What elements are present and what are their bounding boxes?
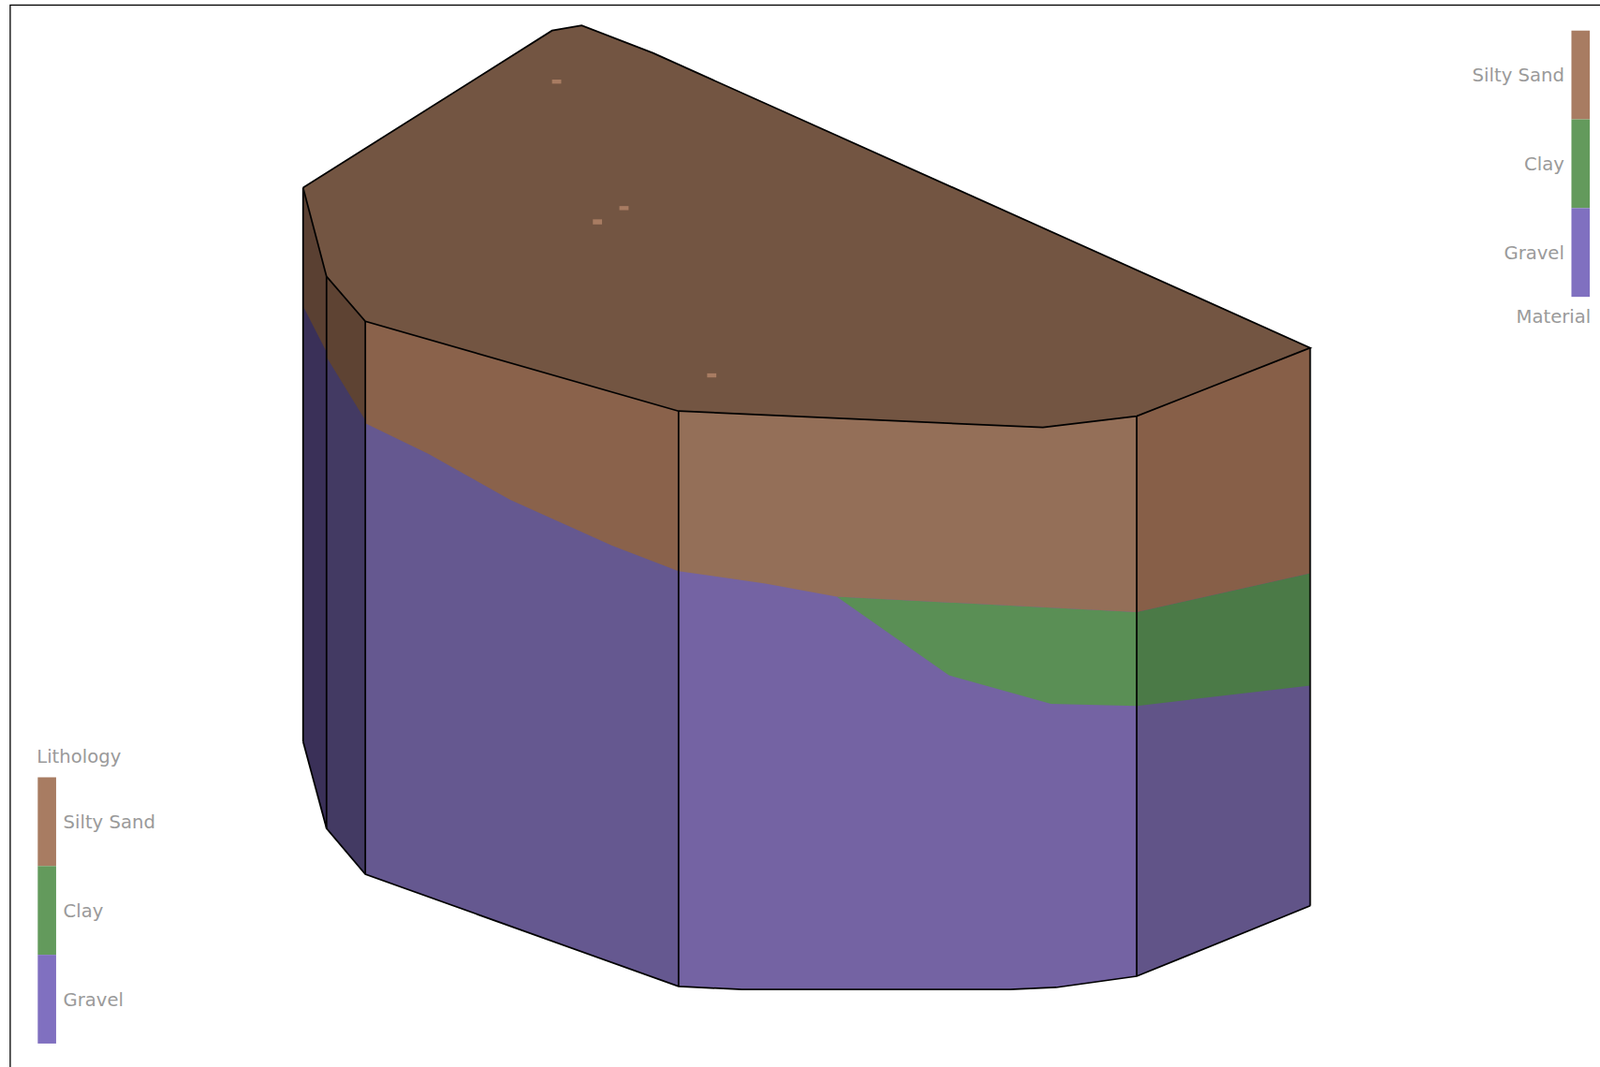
- borehole-mark: [592, 219, 602, 224]
- gravel-face: [365, 321, 679, 987]
- legend-swatch: [1570, 119, 1590, 209]
- legend-swatch: [1570, 30, 1590, 120]
- clay-face: [836, 597, 1137, 707]
- legend-swatch: [37, 954, 57, 1044]
- borehole-mark: [619, 205, 630, 210]
- borehole-mark: [552, 79, 562, 84]
- sand-face: [678, 411, 1137, 613]
- gravel-face: [1136, 348, 1310, 977]
- legend-swatch: [37, 866, 57, 955]
- legend-label: Silty Sand: [63, 812, 156, 832]
- legend-label: Silty Sand: [1472, 65, 1565, 85]
- legend-swatch: [37, 777, 57, 867]
- legend-title: Lithology: [36, 748, 121, 767]
- top-face: [303, 25, 1311, 427]
- legend-title: Material: [1515, 308, 1591, 327]
- block-edges: [303, 25, 1311, 990]
- borehole-mark: [706, 373, 717, 378]
- gravel-face: [326, 276, 366, 875]
- legend-label: Clay: [1524, 154, 1565, 174]
- legend-swatch: [1570, 207, 1590, 297]
- gravel-face: [678, 411, 1137, 990]
- gravel-face: [303, 188, 327, 829]
- legend-label: Gravel: [1503, 243, 1564, 263]
- legend-label: Gravel: [63, 990, 124, 1010]
- legend-label: Clay: [63, 901, 104, 921]
- frame: [10, 4, 1600, 1067]
